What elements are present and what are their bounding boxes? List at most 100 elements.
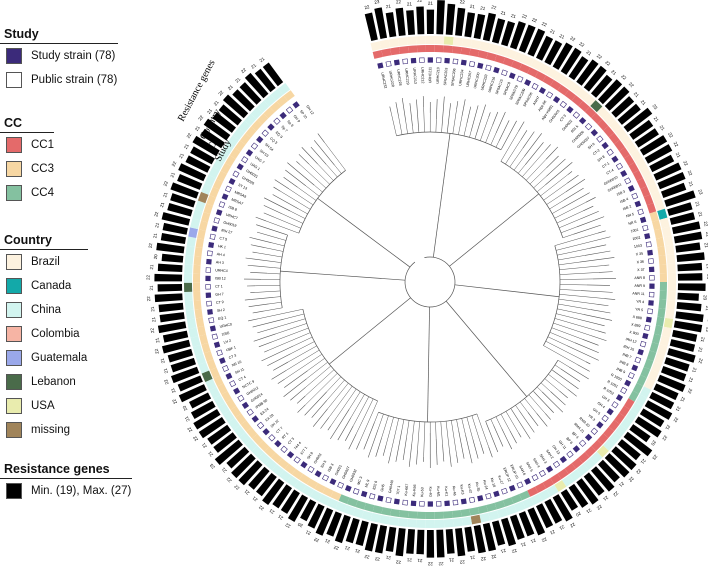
canada-swatch	[6, 278, 22, 294]
sub-branch	[288, 188, 314, 206]
sub-branch	[513, 156, 525, 171]
study-marker	[267, 123, 275, 131]
sub-branch	[536, 386, 543, 393]
sub-branch	[559, 289, 581, 291]
leaf-label: GH 12	[305, 105, 314, 116]
gene-count-label: 22	[531, 17, 538, 24]
study-marker	[206, 300, 212, 307]
study-marker	[601, 141, 609, 150]
gene-count-label: 21	[653, 116, 660, 123]
gene-count-label: 22	[438, 561, 444, 566]
leaf-label: RMA 20	[578, 416, 590, 428]
gene-count-label: 21	[469, 555, 475, 561]
country-cell	[192, 209, 203, 221]
resistance-bar	[203, 118, 231, 141]
trunk-branch	[428, 306, 430, 352]
resistance-bar	[657, 374, 686, 393]
sub-branch	[559, 272, 599, 275]
leaf-branch	[541, 391, 564, 413]
leaf-label: BP 4	[571, 431, 579, 439]
country-cell	[425, 519, 436, 528]
legend-label: Colombia	[31, 328, 80, 340]
sub-branch	[469, 130, 472, 138]
study-marker	[393, 498, 400, 505]
resistance-bar	[675, 311, 704, 323]
cc-cell	[306, 478, 318, 489]
cc1-swatch	[6, 137, 22, 153]
study-marker	[427, 57, 433, 63]
leaf-label: Ku-K66	[412, 484, 417, 496]
cc-cell	[557, 84, 569, 96]
sub-branch	[547, 336, 568, 346]
sub-branch	[293, 336, 313, 347]
study-marker	[627, 185, 635, 192]
cc-cell	[486, 502, 497, 512]
gene-count-label: 22	[490, 554, 496, 560]
cc-cell	[381, 48, 392, 57]
leaf-branch	[296, 395, 306, 404]
sub-branch	[289, 210, 306, 219]
resistance-bar	[634, 128, 659, 148]
leaf-branch	[250, 272, 268, 274]
cc-cell	[193, 255, 202, 266]
country-cell	[434, 36, 445, 45]
colombia-swatch	[6, 326, 22, 342]
cc-cell	[234, 140, 246, 152]
cc-cell	[636, 374, 647, 386]
cc-cell	[416, 45, 426, 53]
country-cell	[244, 113, 257, 126]
country-cell	[379, 514, 391, 525]
study-marker	[452, 58, 459, 65]
country-cell	[663, 317, 674, 329]
country-cell	[530, 59, 543, 71]
cc-cell	[347, 497, 358, 507]
leaf-label: SP6AC206	[451, 68, 457, 86]
sub-branch	[273, 296, 281, 298]
sub-branch	[441, 125, 443, 133]
cc-cell	[193, 300, 202, 310]
resistance-bar	[611, 96, 635, 118]
cc-cell	[654, 228, 663, 239]
cc-cell	[657, 308, 666, 318]
gene-count-label: 21	[152, 232, 158, 238]
study-marker	[262, 428, 270, 436]
study-marker	[648, 291, 655, 298]
gene-count-label: 23	[209, 462, 216, 469]
sub-branch	[390, 418, 399, 453]
leaf-branch	[263, 212, 275, 218]
resistance-legend-title: Resistance genes	[0, 460, 132, 479]
leaf-label: URHC212	[420, 67, 425, 84]
leaf-branch	[590, 335, 607, 342]
resistance-bar	[590, 74, 613, 98]
cc-cell	[636, 178, 647, 190]
sub-branch	[353, 396, 370, 426]
sub-branch	[515, 405, 520, 412]
country-cell	[335, 501, 347, 513]
root-arc	[404, 256, 456, 308]
study-marker	[444, 500, 450, 507]
leaf-label: IRH 12	[625, 337, 637, 344]
legend-item-cc4: CC4	[0, 181, 54, 205]
study-marker	[649, 283, 655, 289]
gene-count-label: 22	[480, 556, 486, 562]
gene-count-label: 22	[186, 426, 193, 433]
sub-branch	[495, 416, 502, 429]
legend-item-colombia: Colombia	[0, 322, 88, 346]
country-cell	[195, 353, 206, 365]
leaf-label: Ku-M1	[436, 486, 440, 497]
sub-branch	[559, 294, 605, 299]
study-marker	[606, 408, 614, 416]
cc-cell	[614, 412, 625, 425]
leaf-label: SH 2	[217, 308, 225, 313]
country-cell	[310, 489, 322, 502]
gene-count-label: 22	[171, 160, 178, 167]
leaf-label: 822 6	[372, 480, 378, 490]
resistance-bar	[178, 384, 207, 403]
leaf-branch	[435, 438, 438, 465]
gene-count-label: 21	[549, 28, 556, 35]
country-cell	[188, 227, 198, 238]
leaf-branch	[471, 105, 479, 131]
leaf-label: GH0014	[250, 392, 263, 403]
leaf-label: SH 5	[320, 460, 327, 469]
cc-cell	[657, 246, 666, 256]
